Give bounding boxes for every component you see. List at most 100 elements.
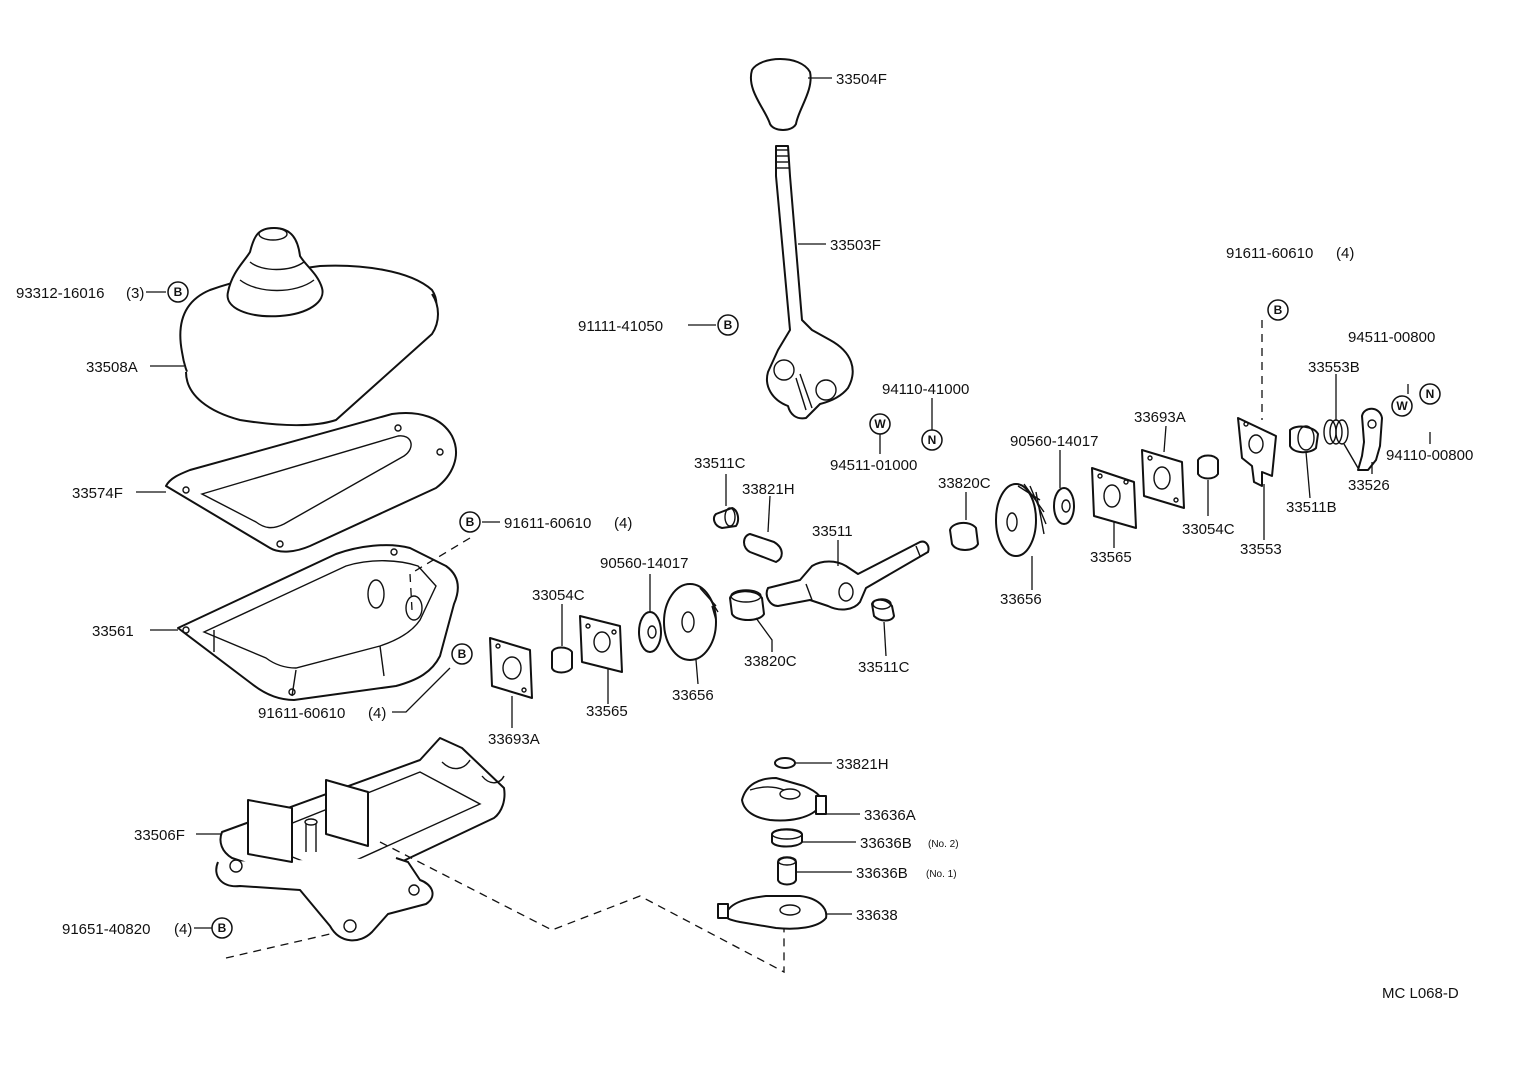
label-33636B-no2: 33636B: [860, 835, 912, 852]
gear-33656-left: [663, 583, 719, 661]
label-33553: 33553: [1240, 541, 1282, 558]
bushing-33511B: [1289, 425, 1319, 454]
svg-text:N: N: [1426, 387, 1435, 401]
spring-33553B: [1323, 419, 1359, 469]
label-33820C-right: 33820C: [938, 475, 991, 492]
washer-90560-left: [638, 611, 662, 653]
snap-ring-33821H: [774, 757, 796, 769]
pin-33821H-top: [743, 533, 783, 563]
bushing-33636B-no1: [777, 856, 797, 886]
label-33503F: 33503F: [830, 237, 881, 254]
bushing-33511C-top: [713, 507, 740, 529]
gasket-33693A-left: [489, 637, 533, 699]
svg-text:W: W: [874, 417, 886, 431]
label-33511C-bottom: 33511C: [858, 659, 910, 676]
label-33506F: 33506F: [134, 827, 185, 844]
label-33511C-top: 33511C: [694, 455, 746, 472]
mark-B-91111: B: [717, 314, 739, 336]
shift-lever: [766, 145, 854, 420]
label-91651-40820: 91651-40820: [62, 921, 150, 938]
label-33565-left: 33565: [586, 703, 628, 720]
label-33638: 33638: [856, 907, 898, 924]
label-33054C-left: 33054C: [532, 587, 585, 604]
label-91611-lower: 91611-60610: [258, 705, 345, 722]
label-93312-16016: 93312-16016: [16, 285, 104, 302]
lever-33526: [1357, 407, 1383, 471]
retainer-plate: [165, 412, 457, 553]
label-90560-left: 90560-14017: [600, 555, 688, 572]
mark-N-94110-00800: N: [1419, 383, 1441, 405]
gasket-33693A-right: [1141, 449, 1185, 509]
collar-33820C-left: [729, 589, 765, 621]
pivot-base-33638: [717, 895, 828, 930]
svg-text:B: B: [724, 318, 733, 332]
mark-B-91611-right: B: [1267, 299, 1289, 321]
svg-text:B: B: [218, 921, 227, 935]
svg-text:W: W: [1396, 399, 1408, 413]
label-91611-right-qty: (4): [1336, 245, 1354, 262]
label-33821H-top: 33821H: [742, 481, 795, 498]
mark-W-94511-01000: W: [869, 413, 891, 435]
bushing-33054C-right: [1197, 454, 1219, 480]
label-33636B-no1-note: (No. 1): [926, 869, 957, 880]
label-33693A-right: 33693A: [1134, 409, 1186, 426]
label-33511: 33511: [812, 523, 853, 540]
lever-retainer-base: [215, 737, 506, 942]
shift-knob: [749, 58, 812, 131]
label-91611-mid-qty: (4): [614, 515, 632, 532]
collar-33820C-right: [949, 522, 979, 551]
label-94110-41000: 94110-41000: [882, 381, 969, 398]
part-labels: 33504F 33503F 91111-41050 93312-16016 (3…: [16, 71, 1473, 1002]
label-33820C-left: 33820C: [744, 653, 797, 670]
leader-lines: [136, 77, 1431, 929]
svg-text:B: B: [458, 647, 467, 661]
label-33553B: 33553B: [1308, 359, 1360, 376]
plate-33565-right: [1091, 467, 1137, 529]
label-94511-01000: 94511-01000: [830, 457, 917, 474]
label-33561: 33561: [92, 623, 134, 640]
plate-33565-left: [579, 615, 623, 673]
label-33636B-no2-note: (No. 2): [928, 839, 959, 850]
svg-text:B: B: [1274, 303, 1283, 317]
label-33511B: 33511B: [1286, 499, 1337, 516]
drawing-code: MC L068-D: [1382, 985, 1459, 1002]
shift-boot: [179, 227, 439, 427]
label-33054C-right: 33054C: [1182, 521, 1235, 538]
label-33508A: 33508A: [86, 359, 138, 376]
svg-text:N: N: [928, 433, 937, 447]
svg-text:B: B: [174, 285, 183, 299]
mark-B-93312: B: [167, 281, 189, 303]
label-90560-right: 90560-14017: [1010, 433, 1098, 450]
mark-B-91611-mid: B: [459, 511, 481, 533]
label-33636B-no1: 33636B: [856, 865, 908, 882]
label-91651-qty: (4): [174, 921, 192, 938]
label-33656-left: 33656: [672, 687, 714, 704]
label-33526: 33526: [1348, 477, 1390, 494]
mark-B-91651: B: [211, 917, 233, 939]
dashed-assembly-lines: [225, 320, 1263, 974]
mark-W-94511-00800: W: [1391, 395, 1413, 417]
label-33574F: 33574F: [72, 485, 123, 502]
bushing-33511C-bottom: [871, 598, 895, 622]
mark-B-91611-lower: B: [451, 643, 473, 665]
label-33504F: 33504F: [836, 71, 887, 88]
bracket-33553: [1237, 417, 1277, 487]
label-33693A-left: 33693A: [488, 731, 540, 748]
washer-90560-right: [1053, 487, 1075, 525]
selector-shaft: [765, 540, 930, 611]
label-94511-00800: 94511-00800: [1348, 329, 1435, 346]
label-33821H-bottom: 33821H: [836, 756, 889, 773]
label-91611-lower-qty: (4): [368, 705, 386, 722]
console-housing: [177, 544, 459, 701]
label-91111-41050: 91111-41050: [578, 318, 663, 335]
label-33656-right: 33656: [1000, 591, 1042, 608]
label-91611-mid: 91611-60610: [504, 515, 591, 532]
bushing-33636B-no2: [771, 828, 803, 848]
svg-text:B: B: [466, 515, 475, 529]
label-94110-00800: 94110-00800: [1386, 447, 1473, 464]
label-33636A: 33636A: [864, 807, 916, 824]
pivot-seat-33636A: [741, 777, 827, 822]
label-93312-qty: (3): [126, 285, 144, 302]
gear-33656-right: [995, 483, 1047, 557]
